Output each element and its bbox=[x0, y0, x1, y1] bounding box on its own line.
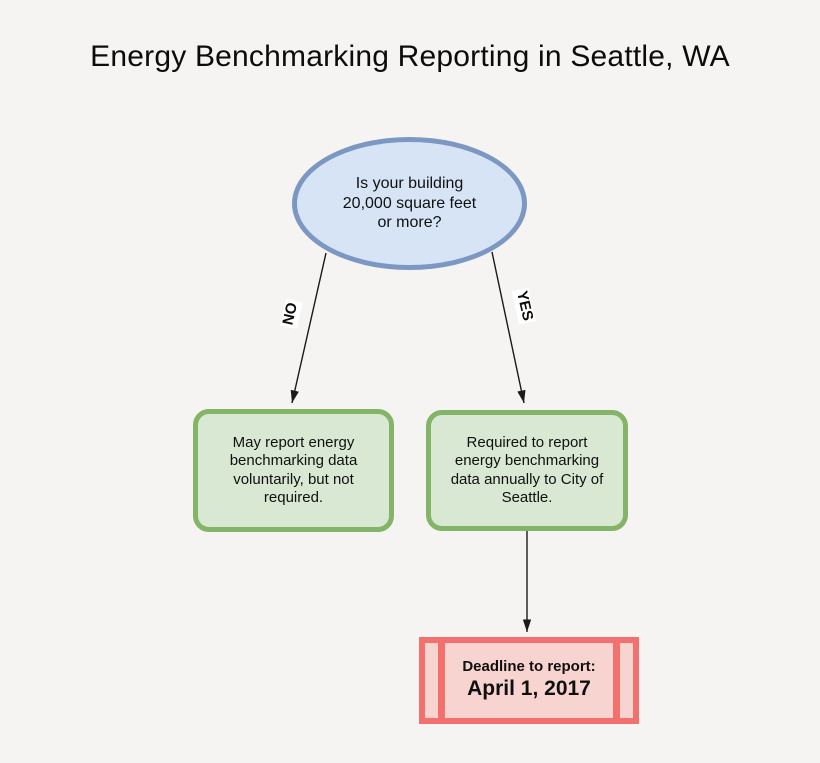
node-yes-outcome-text: Required to report energy benchmarking d… bbox=[450, 433, 604, 506]
deadline-label: Deadline to report: bbox=[462, 658, 596, 676]
node-no-outcome: May report energy benchmarking data volu… bbox=[193, 409, 394, 532]
edge-label-no: NO bbox=[279, 299, 303, 329]
node-deadline-process: Deadline to report: April 1, 2017 bbox=[419, 637, 639, 724]
process-right-bar-decoration bbox=[613, 643, 620, 718]
diagram-title: Energy Benchmarking Reporting in Seattle… bbox=[90, 40, 730, 73]
deadline-date: April 1, 2017 bbox=[467, 677, 591, 701]
edge-no-arrow bbox=[290, 252, 327, 404]
node-question-ellipse: Is your building 20,000 square feet or m… bbox=[292, 137, 527, 270]
node-no-outcome-text: May report energy benchmarking data volu… bbox=[229, 433, 358, 506]
node-yes-outcome: Required to report energy benchmarking d… bbox=[426, 410, 628, 531]
edge-yes-arrow bbox=[491, 251, 526, 404]
edge-label-yes: YES bbox=[512, 287, 536, 325]
node-question-text: Is your building 20,000 square feet or m… bbox=[342, 175, 477, 232]
process-left-bar-decoration bbox=[438, 643, 445, 718]
